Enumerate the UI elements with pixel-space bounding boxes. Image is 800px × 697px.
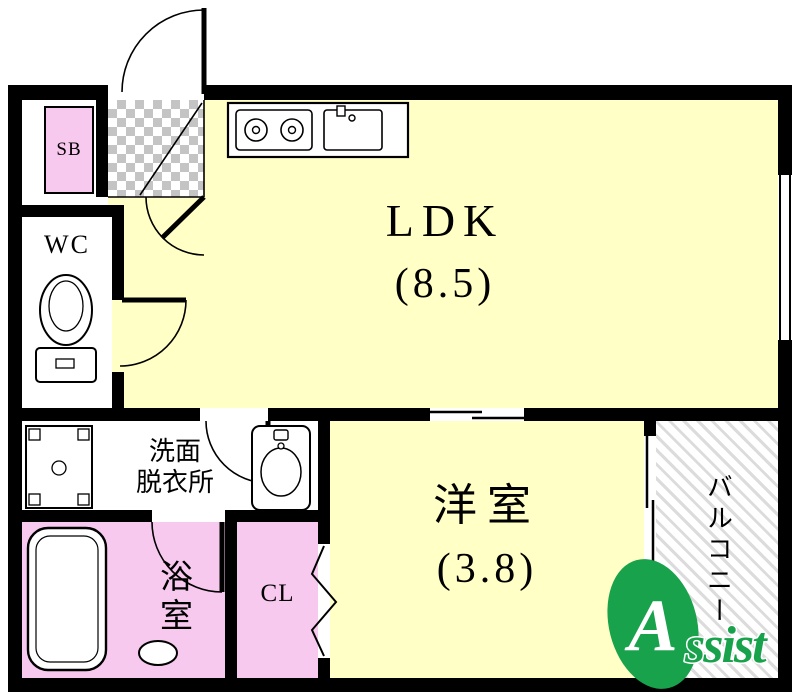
wall: [8, 85, 108, 100]
entrance-door-icon: [121, 8, 207, 94]
assist-logo-mark-ellipse: [607, 559, 699, 689]
wall: [8, 408, 200, 421]
ldk-size-label: (8.5): [394, 261, 496, 308]
room-ldk: [108, 100, 778, 408]
wall: [204, 85, 792, 100]
wc-label: WC: [44, 229, 90, 259]
wall: [318, 408, 430, 421]
wall: [112, 205, 124, 300]
washroom-label-line2: 脱衣所: [135, 468, 214, 497]
wall: [225, 510, 237, 678]
washbowl-icon: [138, 640, 178, 666]
wall: [644, 421, 656, 436]
window-icon: [778, 175, 792, 340]
bathtub-icon: [26, 526, 108, 672]
western-room-size-label: (3.8): [436, 546, 538, 593]
entry-hall-door-icon: [145, 195, 206, 256]
kitchen-sink-icon: [323, 105, 383, 151]
wc-door-icon: [119, 297, 187, 367]
assist-logo-text: ssist: [684, 617, 768, 674]
wall: [112, 372, 124, 408]
toilet-icon: [35, 274, 97, 383]
bath-label: 浴室: [154, 559, 191, 637]
sb-label: SB: [56, 138, 82, 160]
closet-door-icon: [310, 544, 338, 658]
wall: [225, 510, 330, 522]
balcony-label: バルコニー: [703, 473, 733, 628]
wall: [8, 205, 124, 217]
kitchen-counter: [226, 101, 410, 159]
room-closet: [237, 522, 318, 678]
genkan-tile: [108, 100, 204, 197]
sliding-door-icon: [430, 410, 524, 420]
closet-label: CL: [260, 580, 295, 608]
wall: [22, 510, 152, 522]
washer-icon: [25, 425, 93, 509]
wall: [524, 408, 778, 421]
ldk-label: LDK: [385, 194, 505, 246]
wall: [8, 85, 22, 692]
room-western: [330, 421, 644, 678]
wall: [96, 100, 108, 197]
balcony-window-icon: [645, 436, 655, 572]
stove-icon: [235, 109, 313, 151]
room-sb: [44, 106, 94, 194]
washroom-label-line1: 洗面: [148, 437, 201, 467]
washroom-label: 洗面 脱衣所: [100, 430, 250, 506]
genkan-step-lines: [108, 100, 205, 198]
western-room-label: 洋室: [433, 481, 541, 531]
vanity-icon: [251, 425, 311, 511]
wall: [8, 678, 792, 692]
assist-logo-mark-letter: A: [624, 585, 677, 667]
bath-door-icon: [151, 521, 225, 593]
wall: [318, 658, 330, 678]
assist-logo: A ssist: [607, 559, 772, 689]
wall: [268, 408, 318, 421]
